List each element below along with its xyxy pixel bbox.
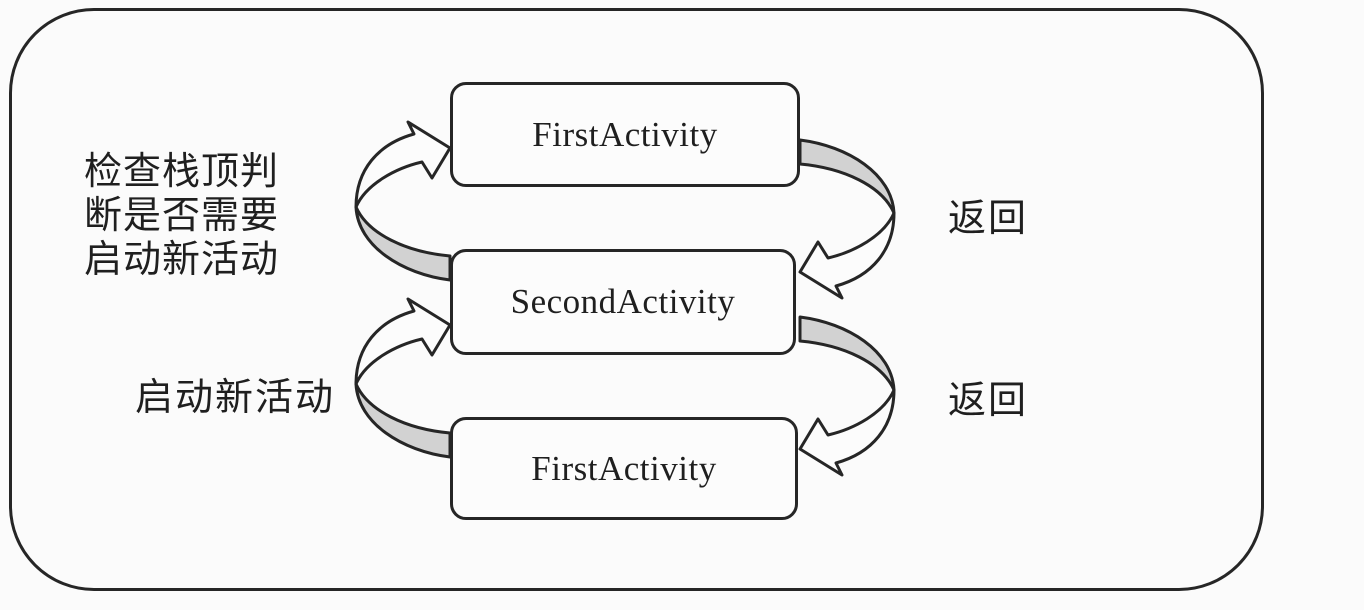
curved-arrow-return-bottom-icon <box>798 315 896 477</box>
check-stack-note-line: 断是否需要 <box>84 195 280 237</box>
curved-arrow-launch-icon <box>354 297 452 459</box>
activity-box-bottom-label: FirstActivity <box>531 448 717 488</box>
launch-new-activity-label: 启动新活动 <box>135 377 336 419</box>
check-stack-note-line: 启动新活动 <box>84 239 280 281</box>
return-label-bottom: 返回 <box>948 380 1029 422</box>
check-stack-note: 检查栈顶判 断是否需要 启动新活动 <box>84 150 279 282</box>
check-stack-note-line: 检查栈顶判 <box>84 151 280 193</box>
curved-arrow-check-top-icon <box>354 120 452 282</box>
return-label-top: 返回 <box>948 198 1029 240</box>
curved-arrow-return-top-icon <box>798 138 896 300</box>
activity-box-middle: SecondActivity <box>450 249 796 355</box>
activity-box-top: FirstActivity <box>450 82 800 187</box>
activity-box-bottom: FirstActivity <box>450 417 798 520</box>
activity-box-top-label: FirstActivity <box>532 114 718 154</box>
activity-box-middle-label: SecondActivity <box>510 282 736 321</box>
